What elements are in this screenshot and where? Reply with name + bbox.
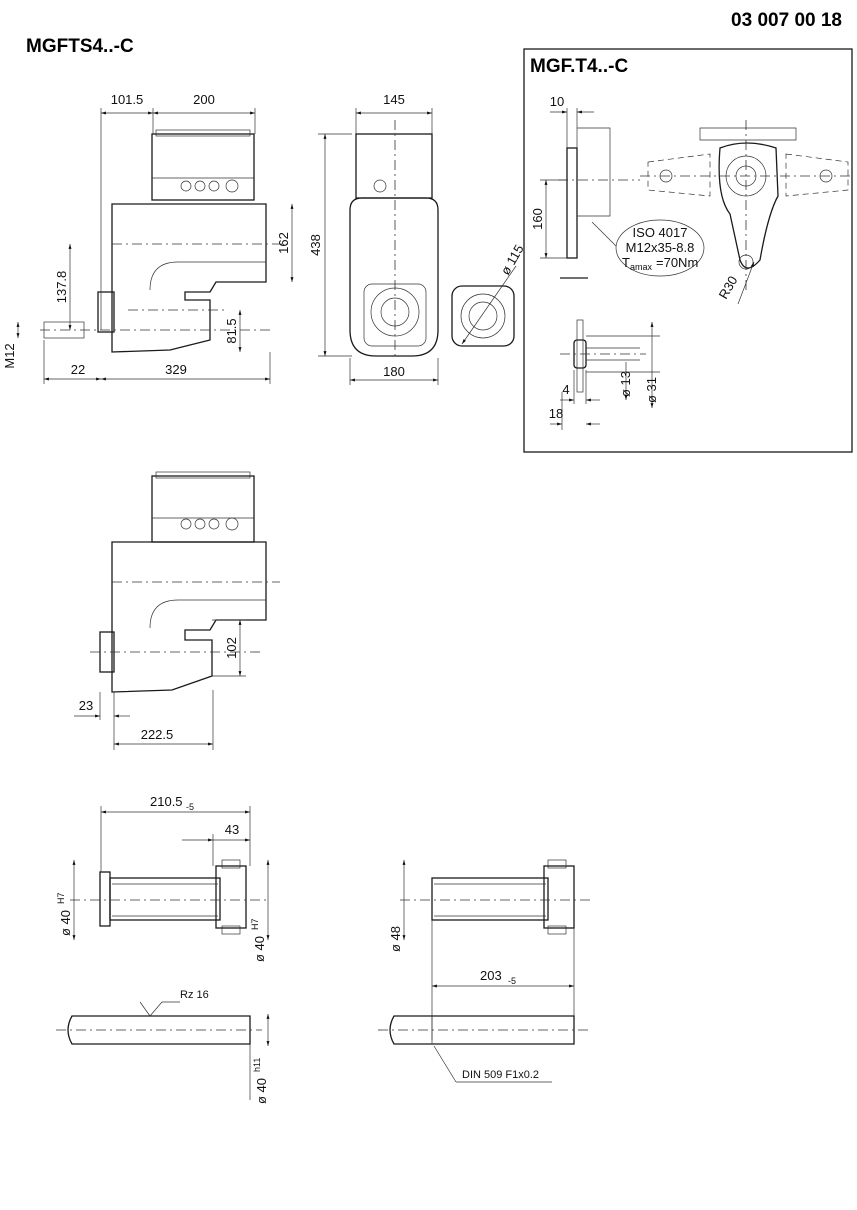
dim-329: 329 (165, 362, 187, 377)
dim-81-5: 81.5 (224, 318, 239, 343)
front-view (349, 120, 515, 360)
dim-101-5: 101.5 (111, 92, 144, 107)
side-view-top (40, 129, 290, 353)
solid-shaft-right: DIN 509 F1x0.2 (378, 1015, 590, 1083)
dim-200: 200 (193, 92, 215, 107)
rz-label: Rz 16 (180, 989, 209, 1001)
dim-23: 23 (79, 698, 93, 713)
hollow-shaft-right (400, 859, 590, 935)
dims-inset: 10 160 4 18 ø 13 ø 31 (530, 94, 660, 430)
dim-40c-tol: h11 (252, 1058, 262, 1072)
dim-180: 180 (383, 364, 405, 379)
dim-40b: ø 40 (252, 936, 267, 962)
iso-line-2: M12x35-8.8 (626, 240, 695, 255)
iso-line-1: ISO 4017 (633, 225, 688, 240)
dims-shaft-right: ø 48 203 -5 (388, 860, 575, 1040)
dim-4: 4 (562, 382, 569, 397)
dim-145: 145 (383, 92, 405, 107)
dim-m12: M12 (2, 343, 17, 368)
inset-frame (523, 48, 853, 453)
dim-137-8: 137.8 (54, 271, 69, 304)
dim-162: 162 (276, 232, 291, 254)
dim-102: 102 (224, 637, 239, 659)
dim-48: ø 48 (388, 926, 403, 952)
solid-shaft-left: Rz 16 ø 40 h11 (56, 989, 270, 1104)
dim-210-5-tol: -5 (186, 802, 194, 812)
drawing-number: 03 007 00 18 (731, 10, 842, 31)
dim-203: 203 (480, 968, 502, 983)
dim-10: 10 (550, 94, 564, 109)
dim-222-5: 222.5 (141, 727, 174, 742)
dims-top-left: 101.5 200 162 137.8 81.5 M12 22 329 (2, 92, 294, 384)
din-label: DIN 509 F1x0.2 (462, 1069, 539, 1081)
inset-title: MGF.T4..-C (530, 56, 628, 77)
dim-40b-tol: H7 (250, 918, 260, 930)
iso-val: =70Nm (656, 255, 698, 270)
dim-160: 160 (530, 208, 545, 230)
dims-shaft-left: 210.5 -5 43 ø 40 H7 ø 40 H7 (56, 794, 270, 962)
dim-40a: ø 40 (58, 910, 73, 936)
iso-sub: amax (630, 262, 653, 272)
inset-drawing: ISO 4017 M12x35-8.8 T amax =70Nm R30 (558, 120, 850, 393)
iso-t: T (622, 255, 630, 270)
dim-43: 43 (225, 822, 239, 837)
dim-115: ø 115 (498, 242, 527, 277)
dims-middle: 102 23 222.5 (74, 619, 246, 750)
side-view-middle (90, 471, 280, 693)
dim-18: 18 (549, 406, 563, 421)
dims-front: 145 438 180 ø 115 (308, 92, 527, 385)
dim-203-tol: -5 (508, 976, 516, 986)
dim-31: ø 31 (644, 377, 659, 403)
dim-22: 22 (71, 362, 85, 377)
dim-40a-tol: H7 (56, 892, 66, 904)
dim-210-5: 210.5 (150, 794, 183, 809)
hollow-shaft-left (70, 859, 270, 935)
dim-438: 438 (308, 234, 323, 256)
dim-r30: R30 (716, 273, 741, 301)
dim-13: ø 13 (618, 371, 633, 397)
main-title: MGFTS4..-C (26, 36, 134, 57)
dim-40c: ø 40 (254, 1078, 269, 1104)
